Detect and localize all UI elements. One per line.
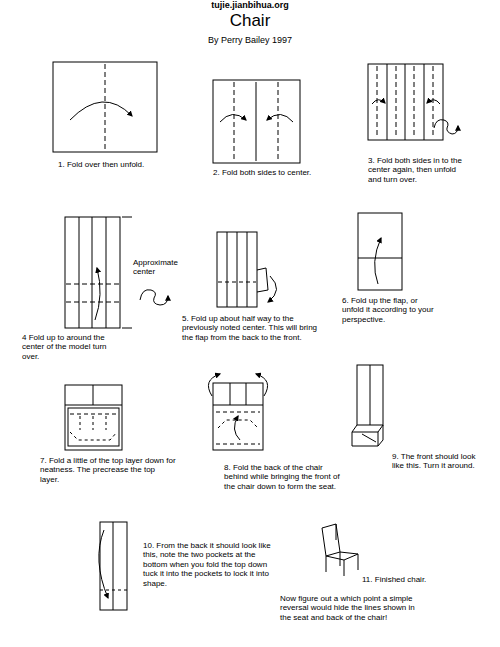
step-caption: 6. Fold up the flap, or unfold it accord… — [342, 296, 438, 324]
step-8-figure — [208, 374, 267, 450]
step-caption: 7. Fold a little of the top layer down f… — [40, 456, 176, 484]
step-caption: 8. Fold the back of the chair behind whi… — [224, 463, 348, 491]
step-caption: 5. Fold up about half way to the previou… — [182, 314, 320, 342]
step-1-figure — [53, 62, 157, 152]
step-caption: 10. From the back it should look like th… — [143, 541, 279, 588]
step-caption: 3. Fold both sides in to the center agai… — [368, 156, 470, 184]
step-caption: 1. Fold over then unfold. — [58, 160, 188, 169]
title: Chair — [0, 11, 500, 31]
step-caption: 11. Finished chair. — [362, 575, 482, 584]
note: Now figure out a which point a simple re… — [280, 594, 426, 622]
step-9-figure — [352, 365, 383, 446]
step-caption: 9. The front should look like this. Turn… — [392, 452, 476, 471]
step-5-figure — [217, 232, 277, 307]
step-2-figure — [213, 80, 300, 163]
note: Approximate center — [133, 258, 193, 277]
step-caption: 2. Fold both sides to center. — [213, 168, 343, 177]
step-11-figure — [322, 524, 358, 576]
step-caption: 4 Fold up to around the center of the mo… — [22, 333, 122, 361]
byline: By Perry Bailey 1997 — [0, 35, 500, 46]
step-10-figure — [99, 522, 127, 610]
step-3-figure — [368, 64, 458, 140]
step-6-figure — [358, 213, 402, 290]
watermark: tujie.jianbihua.org — [0, 0, 500, 11]
step-7-figure — [65, 385, 122, 450]
